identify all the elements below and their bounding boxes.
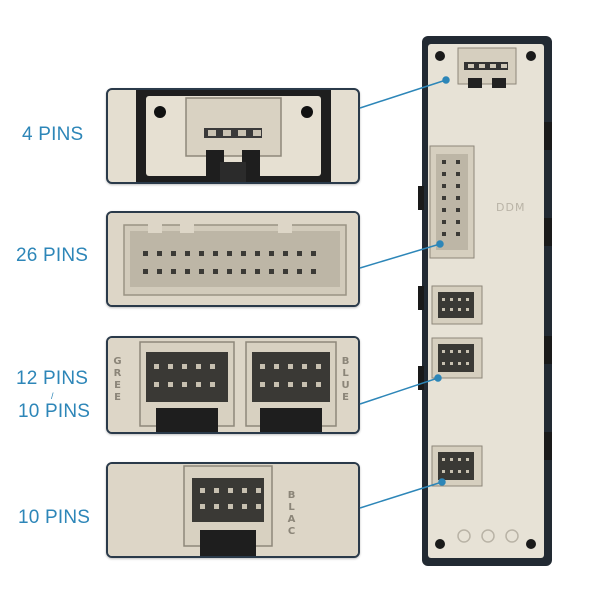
label-4-pins: 4 PINS bbox=[22, 124, 84, 145]
blue-connector-mark: BLUE bbox=[340, 356, 351, 404]
window-switch-module-image bbox=[418, 36, 552, 566]
label-12-pins: 12 PINS bbox=[16, 368, 89, 389]
label-10-pins-lower: 10 PINS bbox=[18, 507, 91, 528]
label-slash: / bbox=[51, 391, 54, 401]
connector-4-pin-image bbox=[136, 90, 331, 182]
zoom-panel-4-pin bbox=[106, 88, 360, 184]
green-connector-mark: GREE bbox=[112, 356, 123, 404]
connector-26-pin-image bbox=[108, 213, 358, 305]
zoom-panel-12-10-pin: GREE BLUE bbox=[106, 336, 360, 434]
connector-10-pin-image bbox=[108, 464, 358, 556]
module-brand-text: DDM bbox=[496, 201, 526, 214]
zoom-panel-10-pin: BLAC bbox=[106, 462, 360, 558]
zoom-panel-26-pin bbox=[106, 211, 360, 307]
connector-12-10-pin-image bbox=[108, 338, 358, 432]
black-connector-mark: BLAC bbox=[286, 490, 297, 538]
label-10-pins-upper: 10 PINS bbox=[18, 401, 91, 422]
label-26-pins: 26 PINS bbox=[16, 245, 89, 266]
